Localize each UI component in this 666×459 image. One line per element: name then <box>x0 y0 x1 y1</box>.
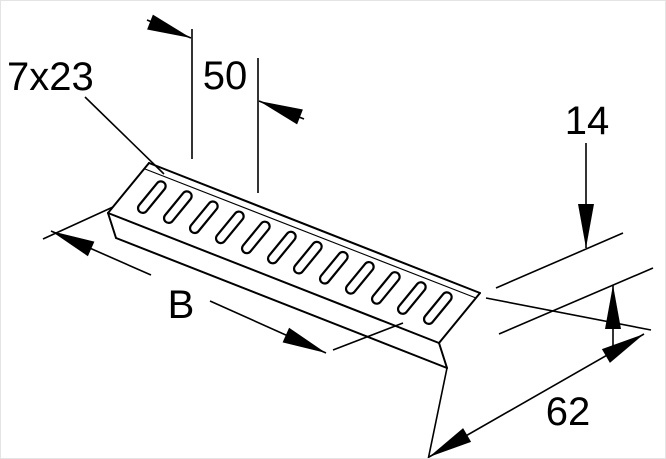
length-arrowhead-right <box>282 327 326 353</box>
part-right-end-edge <box>438 292 481 344</box>
slot <box>214 210 245 245</box>
part-left-end-edge <box>107 162 150 214</box>
slot <box>292 240 323 275</box>
slot <box>344 260 375 295</box>
slot <box>240 220 271 255</box>
slot <box>188 200 219 235</box>
slot <box>162 190 193 224</box>
flange-extension-line-top <box>495 232 624 289</box>
width-extension-line-bottom <box>427 367 448 458</box>
slot-size-leader-line <box>84 96 165 175</box>
part-far-edge-inner <box>144 168 477 299</box>
part-far-edge <box>148 162 481 294</box>
slot <box>266 230 297 265</box>
arrowhead-layer <box>51 14 644 457</box>
part-bend-line <box>107 212 440 344</box>
spacing-arrowhead-right <box>259 101 303 125</box>
slot <box>318 250 349 285</box>
label-slot-size: 7x23 <box>7 55 94 99</box>
slot <box>422 291 453 325</box>
part-flange-bottom <box>115 237 448 369</box>
label-length: B <box>168 283 195 327</box>
part-flange-right-edge <box>438 342 448 369</box>
label-width: 62 <box>546 390 591 434</box>
label-slot-spacing: 50 <box>203 54 248 98</box>
width-arrowhead-upper <box>601 334 644 363</box>
flange-arrowhead-up <box>605 285 621 329</box>
width-extension-line-top <box>485 297 652 331</box>
length-arrowhead-left <box>51 231 95 257</box>
flange-extension-line-bottom <box>498 267 654 335</box>
length-extension-line-right <box>332 322 404 351</box>
slot <box>136 180 167 214</box>
slot <box>370 271 401 305</box>
part-outline-layer <box>107 162 481 369</box>
part-flange-left-edge <box>107 212 117 239</box>
spacing-arrowhead-left <box>147 14 191 38</box>
slot <box>396 281 427 315</box>
label-flange-height: 14 <box>565 99 610 143</box>
flange-arrowhead-down <box>578 204 594 248</box>
slot-layer <box>136 180 453 325</box>
width-arrowhead-lower <box>429 428 472 457</box>
length-extension-line-left <box>42 206 114 240</box>
